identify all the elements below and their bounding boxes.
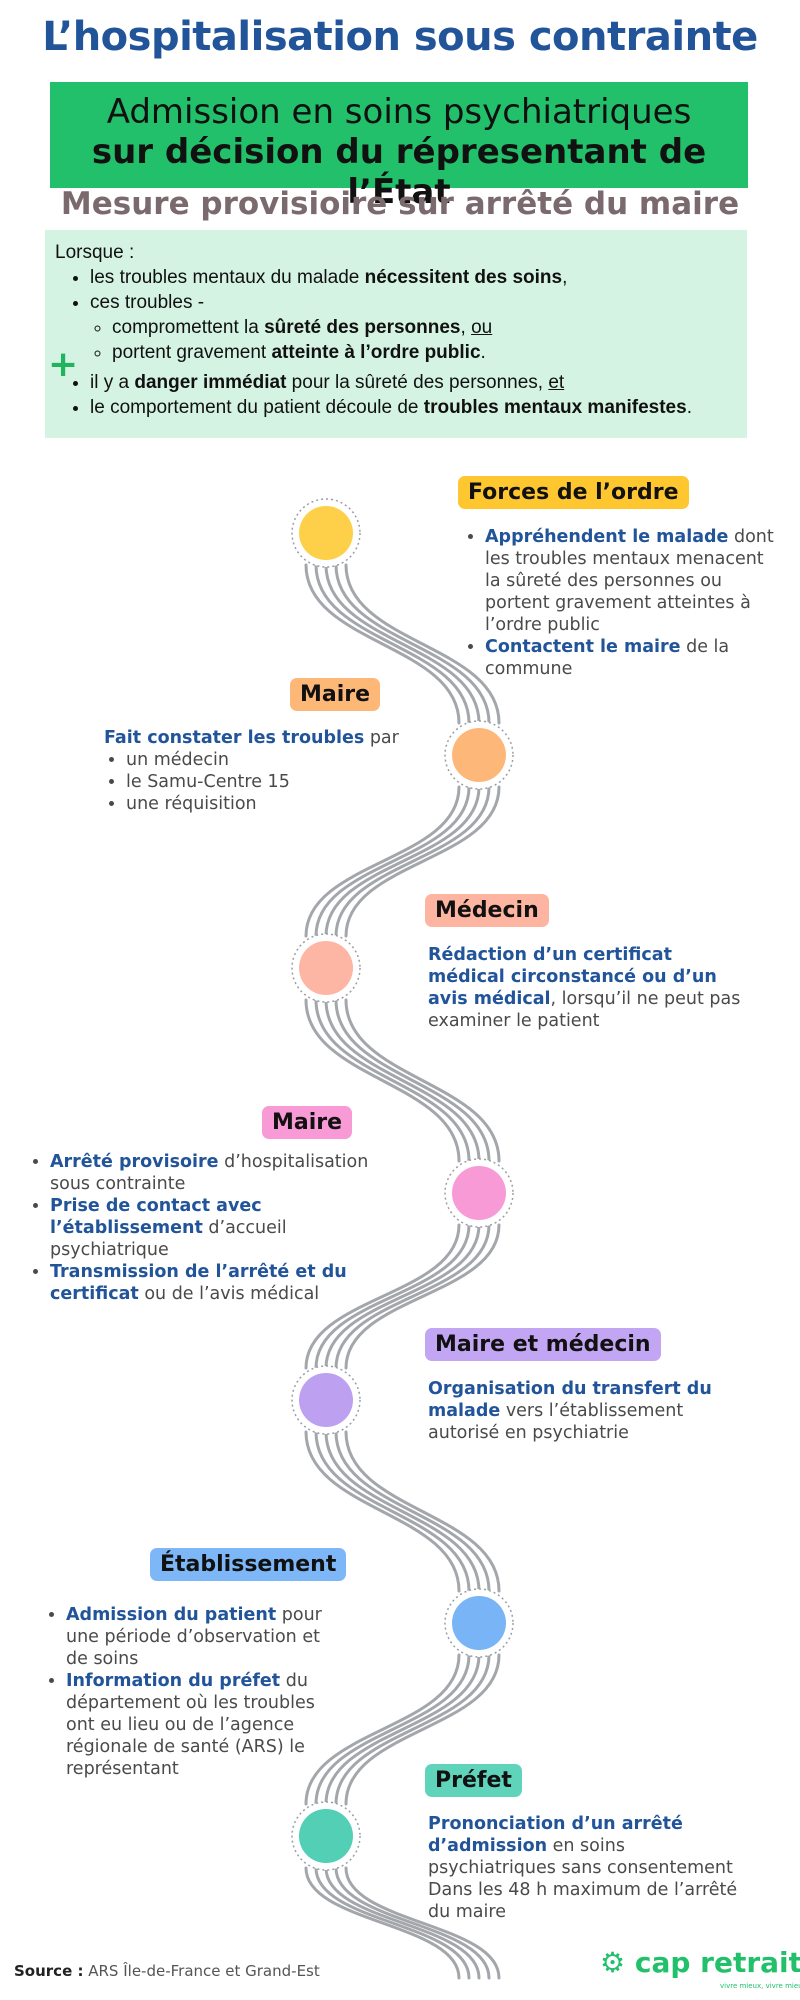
road-line [334,998,491,1163]
conditions-list: les troubles mentaux du malade nécessite… [55,265,737,365]
subtitle: Mesure provisioire sur arrêté du maire [60,186,740,222]
step-badge-maire-medecin: Maire et médecin [425,1328,661,1361]
road-line [324,785,481,938]
road-line [324,1430,481,1593]
road-line [314,785,471,938]
conditions-lead: Lorsque : [55,242,135,263]
step-text-medecin: Rédaction d’un certificat médical circon… [428,945,741,1031]
conditions-box: Lorsque : les troubles mentaux du malade… [45,230,747,438]
road-line [334,1430,491,1593]
step-badge-forces-ordre: Forces de l’ordre [458,476,689,509]
road-line [314,1430,471,1593]
step-text-maire-medecin: Organisation du transfert du malade vers… [428,1379,712,1443]
step-text-maire: Fait constater les troubles par un médec… [104,727,404,815]
list-item: le Samu-Centre 15 [126,771,404,793]
road-line [314,1866,471,1980]
list-item: Prise de contact avec l’établissement d’… [50,1195,398,1261]
road-line [304,1653,461,1806]
road-line [334,563,491,725]
road-line [344,563,501,725]
condition-item: ces troubles - compromettent la sûreté d… [90,290,737,365]
step-node [299,1373,353,1427]
road-line [314,998,471,1163]
step-node [299,1809,353,1863]
road-line [324,1653,481,1806]
road-line [314,1223,471,1370]
conditions-list-2: il y a danger immédiat pour la sûreté de… [55,370,737,420]
road-line [304,1430,461,1593]
road-line [344,1866,501,1980]
source-note: Source : ARS Île-de-France et Grand-Est [14,1962,320,1980]
step-text-maire-2: Arrêté provisoire d’hospitalisation sous… [28,1151,398,1305]
step-text-forces-ordre: Appréhendent le malade dont les troubles… [463,526,783,680]
banner: Admission en soins psychiatriques sur dé… [50,82,748,212]
step-badge-prefet: Préfet [425,1764,522,1797]
condition-item: il y a danger immédiat pour la sûreté de… [90,370,737,395]
road-line [304,785,461,938]
list-item: Admission du patient pour une période d’… [66,1604,334,1670]
list-item: Appréhendent le malade dont les troubles… [485,526,783,636]
condition-item: le comportement du patient découle de tr… [90,395,737,420]
banner-line2: sur décision du répresentant de l’État [91,132,707,212]
list-item: Transmission de l’arrêté et du certifica… [50,1261,398,1305]
road-line [344,998,501,1163]
road-line [344,1653,501,1806]
plus-icon: + [48,344,79,385]
list-item: Arrêté provisoire d’hospitalisation sous… [50,1151,398,1195]
road-line [334,1866,491,1980]
road-line [304,998,461,1163]
road-line [344,1430,501,1593]
road-line [314,563,471,725]
step-node [452,1166,506,1220]
step-badge-medecin: Médecin [425,894,549,927]
list-item: Contactent le maire de la commune [485,636,783,680]
banner-line1: Admission en soins psychiatriques [106,92,692,132]
condition-subitem: compromettent la sûreté des personnes, o… [112,315,737,340]
cap-retraite-logo: ⚙︎ cap retraite vivre mieux, vivre mieux [600,1946,800,1990]
road-line [304,1866,461,1980]
condition-subitem: portent gravement atteinte à l’ordre pub… [112,340,737,365]
condition-item: les troubles mentaux du malade nécessite… [90,265,737,290]
road-line [334,785,491,938]
road-line [304,563,461,725]
road-line [324,1866,481,1980]
road-line [314,1653,471,1806]
step-node [299,506,353,560]
road-line [324,998,481,1163]
step-text-prefet-extra: Dans les 48 h maximum de l’arrêté du mai… [428,1880,738,1922]
step-node [452,1596,506,1650]
step-badge-etablissement: Établissement [150,1548,347,1581]
road-line [344,1223,501,1370]
road-line [304,1223,461,1370]
logo-icon: ⚙︎ [600,1946,626,1979]
list-item: une réquisition [126,793,404,815]
step-node [299,941,353,995]
road-line [324,563,481,725]
step-text-prefet: Prononciation d’un arrêté d’admission en… [428,1813,758,1923]
page-title: L’hospitalisation sous contrainte [42,14,758,60]
step-badge-maire: Maire [290,678,381,711]
road-line [344,785,501,938]
step-node [452,728,506,782]
road-line [334,1653,491,1806]
step-badge-maire-2: Maire [262,1106,353,1139]
road-line [334,1223,491,1370]
list-item: Information du préfet du département où … [66,1670,334,1780]
road-line [324,1223,481,1370]
list-item: un médecin [126,749,404,771]
step-text-etablissement: Admission du patient pour une période d’… [44,1604,334,1780]
